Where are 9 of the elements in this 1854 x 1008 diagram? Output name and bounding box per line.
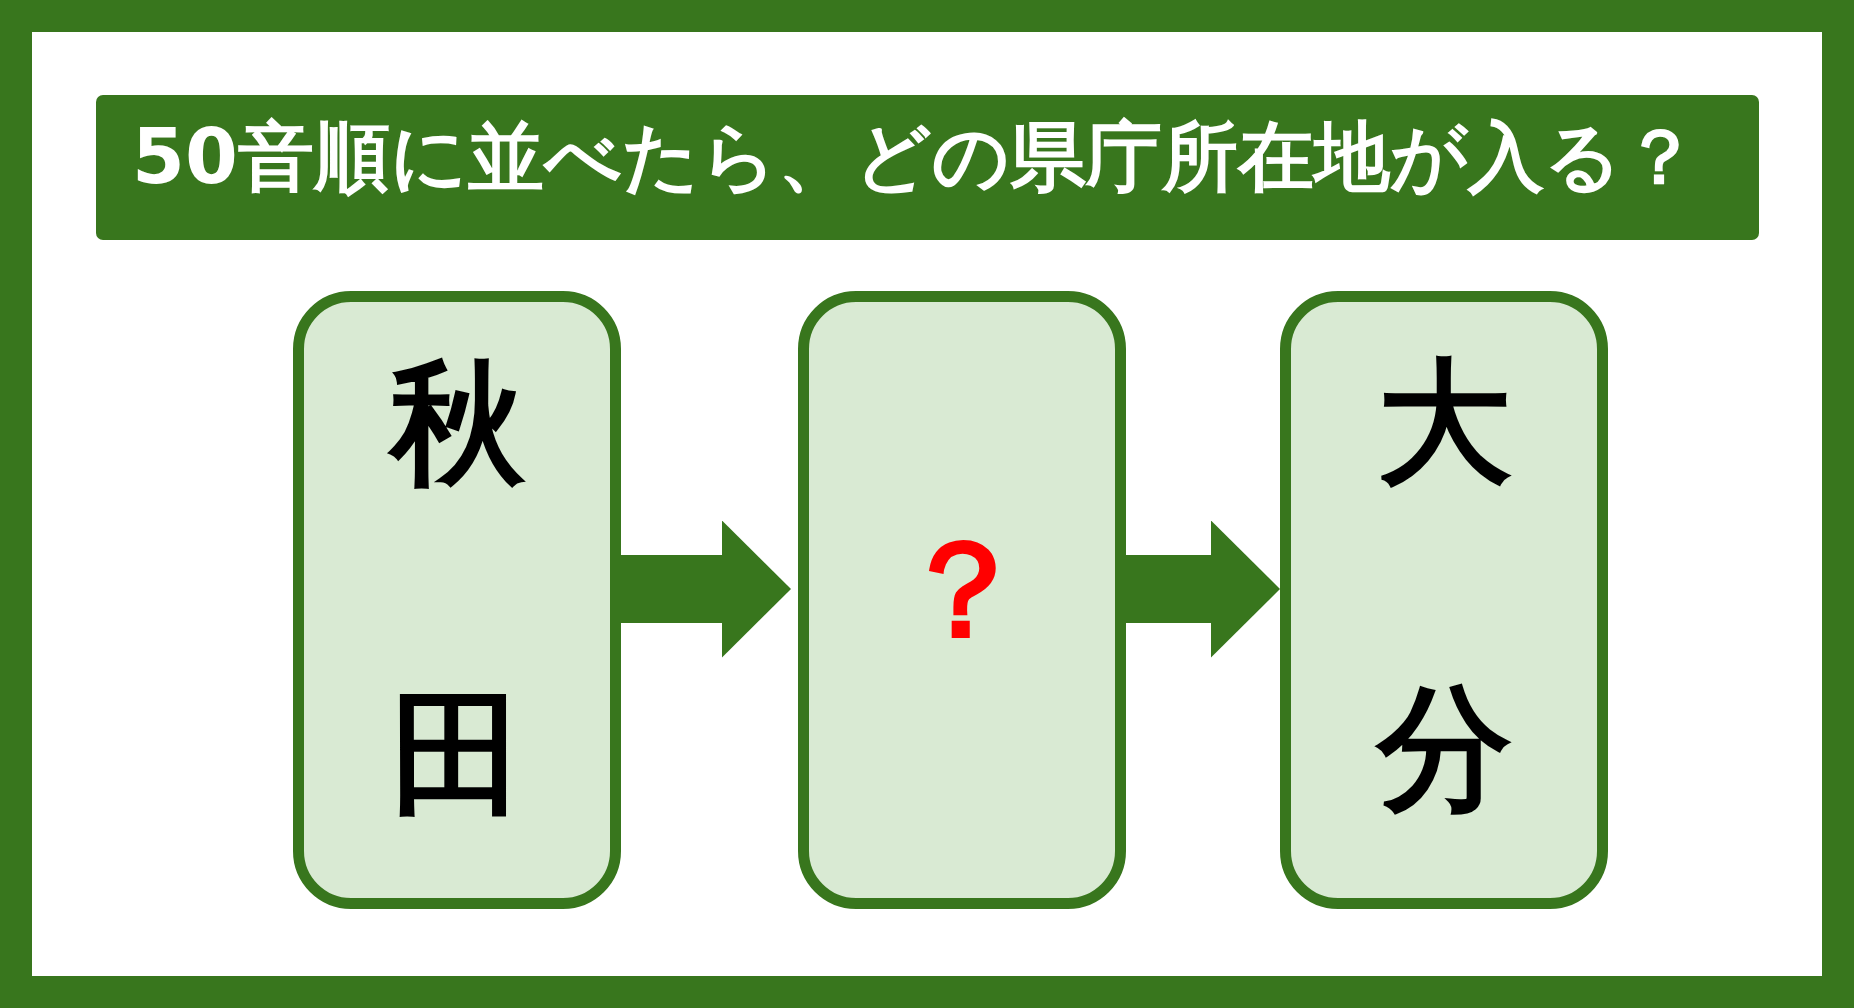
city-name-text: 秋田 <box>389 349 525 830</box>
title-text: 50音順に並べたら、どの県庁所在地が入る？ <box>132 111 1698 203</box>
rounded-box <box>798 291 1126 909</box>
city-name-text: 大分 <box>1376 348 1512 824</box>
question-mark: ？ <box>894 515 1030 665</box>
block-arrow <box>621 520 791 658</box>
block-arrow <box>1126 520 1280 658</box>
rounded-box <box>293 291 621 909</box>
rounded-box <box>1280 291 1608 909</box>
